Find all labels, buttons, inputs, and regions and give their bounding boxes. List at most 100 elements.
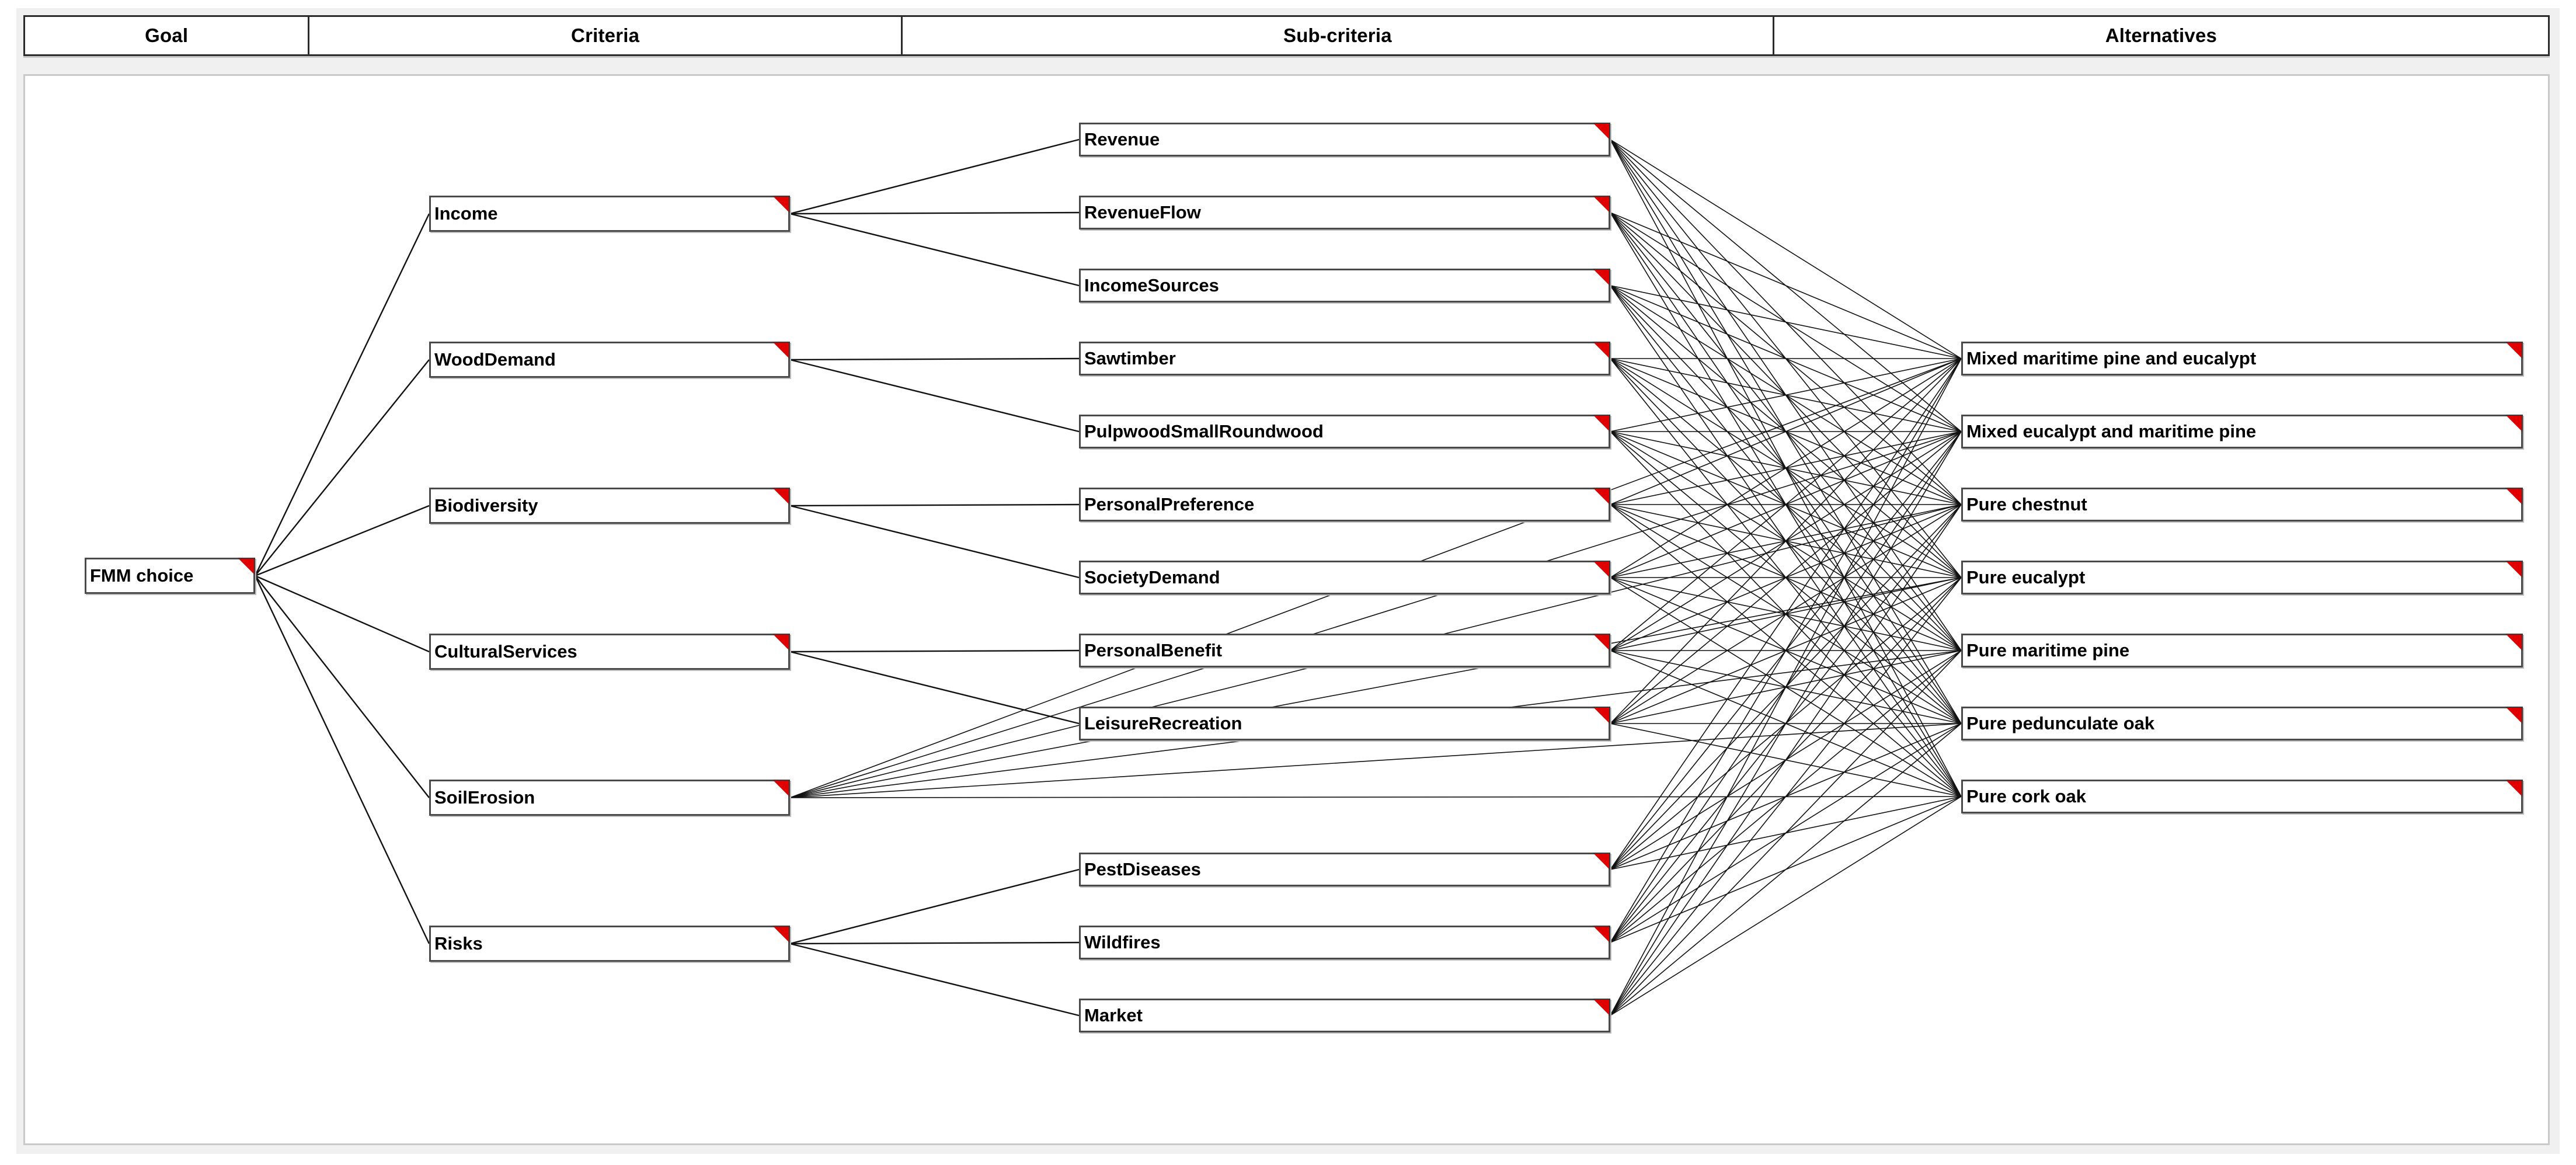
edge — [1610, 724, 1961, 943]
edge — [1610, 578, 1961, 724]
edge — [1610, 432, 1961, 651]
node-wood-demand[interactable]: WoodDemand — [429, 342, 790, 378]
column-header-alternatives[interactable]: Alternatives — [1774, 17, 2548, 54]
node-label: Pure eucalypt — [1966, 566, 2086, 587]
node-pure-pedunculate-oak[interactable]: Pure pedunculate oak — [1961, 707, 2523, 740]
edge — [1610, 797, 1961, 943]
node-pure-cork-oak[interactable]: Pure cork oak — [1961, 780, 2523, 813]
node-label: Pure maritime pine — [1966, 639, 2130, 660]
edge — [255, 506, 429, 576]
node-red-flag-icon — [2507, 635, 2522, 650]
edge — [1610, 578, 1961, 651]
edge — [1610, 505, 1961, 943]
edge — [255, 576, 429, 944]
node-red-flag-icon — [1594, 1000, 1609, 1015]
node-income[interactable]: Income — [429, 196, 790, 232]
node-red-flag-icon — [2507, 708, 2522, 723]
edge — [1610, 359, 1961, 943]
node-pulpwood-small-roundwood[interactable]: PulpwoodSmallRoundwood — [1079, 415, 1610, 448]
node-income-sources[interactable]: IncomeSources — [1079, 269, 1610, 302]
node-sawtimber[interactable]: Sawtimber — [1079, 342, 1610, 375]
column-header-label: Sub-criteria — [1283, 25, 1392, 46]
node-label: Pure pedunculate oak — [1966, 712, 2155, 733]
edge — [1610, 724, 1961, 870]
node-society-demand[interactable]: SocietyDemand — [1079, 561, 1610, 594]
edge — [1610, 432, 1961, 724]
edge — [1610, 505, 1961, 724]
edge — [1610, 578, 1961, 870]
node-red-flag-icon — [774, 927, 789, 942]
column-header-criteria[interactable]: Criteria — [309, 17, 903, 54]
edge — [1610, 140, 1961, 578]
node-red-flag-icon — [774, 197, 789, 212]
edge — [790, 360, 1079, 432]
edge — [1610, 724, 1961, 1016]
node-pure-chestnut[interactable]: Pure chestnut — [1961, 488, 2523, 521]
edge — [1610, 140, 1961, 359]
node-pest-diseases[interactable]: PestDiseases — [1079, 853, 1610, 886]
column-header-sub-criteria[interactable]: Sub-criteria — [902, 17, 1774, 54]
node-label: PulpwoodSmallRoundwood — [1084, 420, 1324, 441]
edge — [1610, 651, 1961, 1016]
node-pure-maritime-pine[interactable]: Pure maritime pine — [1961, 634, 2523, 667]
edge — [1610, 213, 1961, 578]
edge — [1610, 505, 1961, 724]
column-header-goal[interactable]: Goal — [25, 17, 310, 54]
node-label: SoilErosion — [434, 787, 535, 808]
edge — [1610, 432, 1961, 1016]
node-risks[interactable]: Risks — [429, 926, 790, 962]
node-red-flag-icon — [1594, 124, 1609, 139]
edge — [1610, 359, 1961, 578]
edge — [1610, 432, 1961, 870]
edge — [1610, 140, 1961, 505]
edge — [1610, 359, 1961, 578]
node-red-flag-icon — [1594, 489, 1609, 504]
node-red-flag-icon — [774, 489, 789, 504]
node-label: LeisureRecreation — [1084, 712, 1242, 733]
edge — [790, 944, 1079, 1016]
edge — [1610, 578, 1961, 1016]
node-market[interactable]: Market — [1079, 999, 1610, 1032]
edge — [1610, 651, 1961, 724]
node-label: PersonalBenefit — [1084, 639, 1223, 660]
edge — [1610, 578, 1961, 943]
column-header-label: Goal — [145, 25, 189, 46]
node-red-flag-icon — [774, 635, 789, 650]
edge — [1610, 505, 1961, 797]
node-label: Pure cork oak — [1966, 785, 2087, 806]
node-mixed-eucalypt-and-maritime-pine[interactable]: Mixed eucalypt and maritime pine — [1961, 415, 2523, 448]
node-leisure-recreation[interactable]: LeisureRecreation — [1079, 707, 1610, 740]
edge — [1610, 505, 1961, 578]
edge — [790, 213, 1079, 214]
node-soil-erosion[interactable]: SoilErosion — [429, 780, 790, 816]
node-biodiversity[interactable]: Biodiversity — [429, 488, 790, 524]
node-revenue-flow[interactable]: RevenueFlow — [1079, 196, 1610, 229]
node-fmm-choice[interactable]: FMM choice — [85, 558, 255, 594]
edge — [1610, 359, 1961, 870]
node-label: Biodiversity — [434, 495, 538, 516]
edge — [1610, 213, 1961, 797]
node-wildfires[interactable]: Wildfires — [1079, 926, 1610, 959]
node-personal-benefit[interactable]: PersonalBenefit — [1079, 634, 1610, 667]
column-header-label: Criteria — [571, 25, 640, 46]
edge — [255, 214, 429, 576]
node-label: WoodDemand — [434, 349, 556, 370]
node-red-flag-icon — [1594, 416, 1609, 431]
edge — [255, 576, 429, 798]
node-revenue[interactable]: Revenue — [1079, 123, 1610, 157]
column-header-bar: Goal Criteria Sub-criteria Alternatives — [23, 15, 2550, 56]
edge — [1610, 505, 1961, 651]
node-cultural-services[interactable]: CulturalServices — [429, 634, 790, 670]
edge — [1610, 140, 1961, 432]
node-personal-preference[interactable]: PersonalPreference — [1079, 488, 1610, 521]
node-label: Market — [1084, 1004, 1143, 1025]
edge — [1610, 651, 1961, 943]
edge — [1610, 432, 1961, 943]
node-red-flag-icon — [1594, 635, 1609, 650]
node-pure-eucalypt[interactable]: Pure eucalypt — [1961, 561, 2523, 594]
node-mixed-maritime-pine-and-eucalypt[interactable]: Mixed maritime pine and eucalypt — [1961, 342, 2523, 375]
edge — [1610, 286, 1961, 505]
edge — [1610, 359, 1961, 505]
node-label: SocietyDemand — [1084, 566, 1220, 587]
